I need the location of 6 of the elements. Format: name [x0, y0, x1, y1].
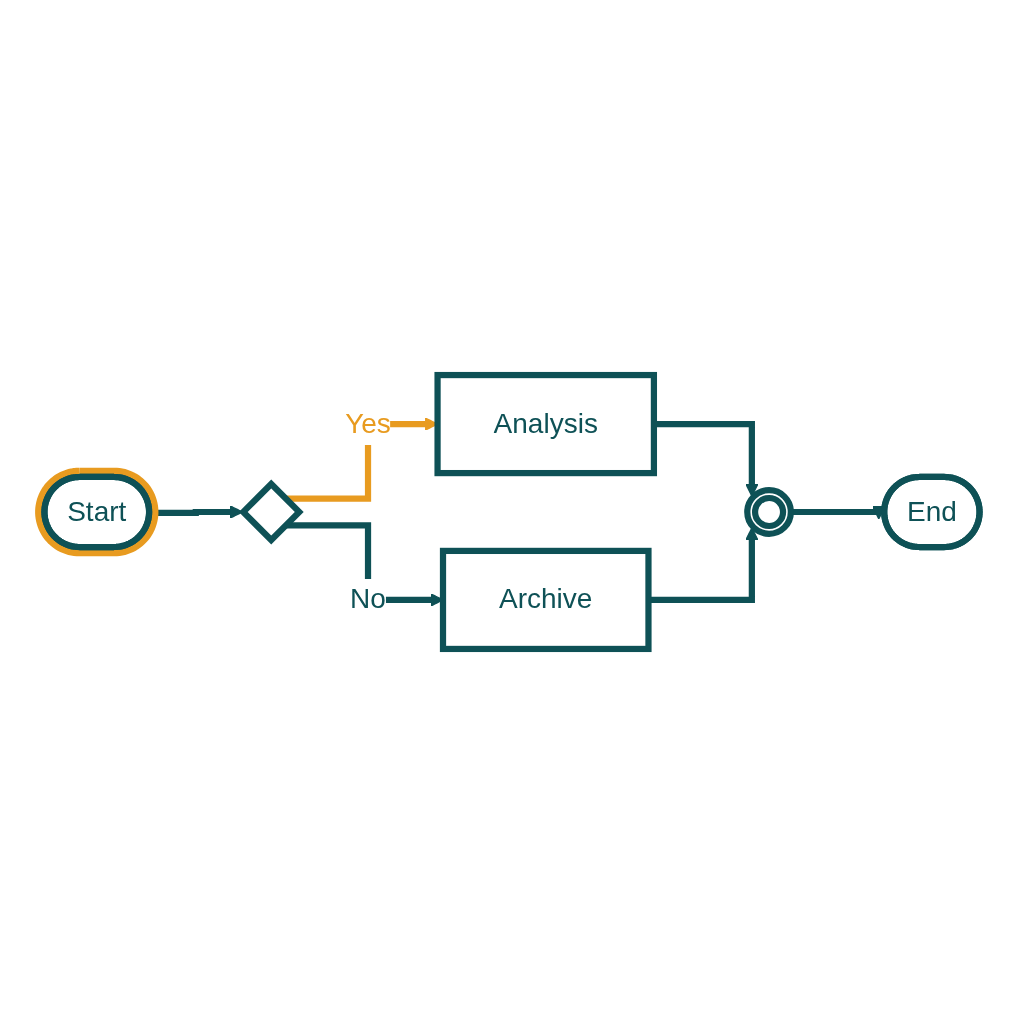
- node-diamond: [238, 479, 304, 545]
- node-box: Analysis: [434, 371, 657, 477]
- node-box: Archive: [439, 547, 652, 653]
- edge-label: No: [350, 583, 386, 615]
- node-circle: [744, 487, 794, 537]
- edge-label: Yes: [345, 407, 391, 439]
